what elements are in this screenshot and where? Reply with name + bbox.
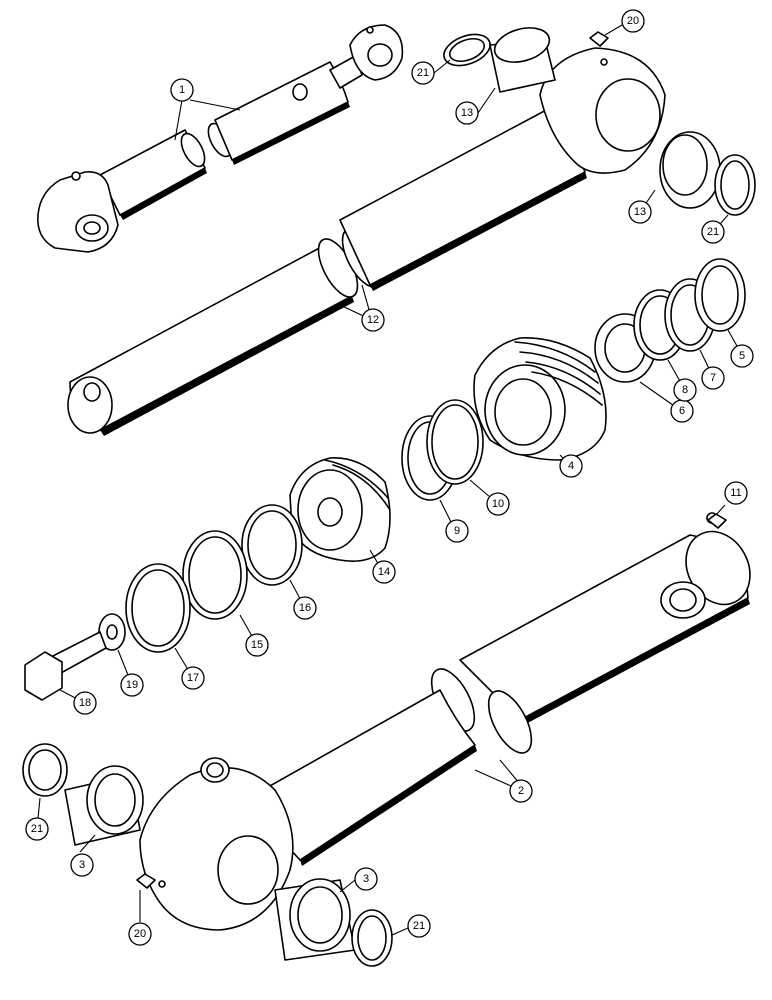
callout-20-top: 20 (621, 9, 645, 33)
callout-16: 16 (293, 596, 317, 620)
bolt (24, 631, 107, 701)
svg-text:10: 10 (492, 498, 504, 510)
callout-3-left: 3 (70, 853, 94, 877)
svg-text:4: 4 (568, 460, 574, 472)
callout-17: 17 (181, 666, 205, 690)
ring-16 (241, 504, 303, 586)
callout-2: 2 (509, 779, 533, 803)
assembled-cylinder (37, 24, 404, 253)
svg-text:3: 3 (363, 873, 369, 885)
wiper-5 (694, 258, 746, 332)
callout-21-top: 21 (411, 61, 435, 85)
ring-17 (125, 563, 191, 653)
svg-text:1: 1 (179, 84, 185, 96)
svg-text:20: 20 (134, 928, 146, 940)
svg-text:11: 11 (730, 487, 741, 499)
callout-13-right: 13 (628, 200, 652, 224)
callout-21-right: 21 (701, 220, 725, 244)
svg-text:16: 16 (299, 602, 311, 614)
callout-5: 5 (730, 344, 754, 368)
piston-rod (67, 47, 666, 436)
callout-1: 1 (170, 78, 194, 102)
bushings-and-snap-rings (22, 27, 756, 967)
ring-15 (182, 530, 248, 620)
callout-18: 18 (73, 691, 97, 715)
svg-text:9: 9 (454, 525, 460, 537)
svg-text:5: 5 (739, 350, 745, 362)
callout-3-right: 3 (354, 867, 378, 891)
callout-15: 15 (245, 633, 269, 657)
svg-text:20: 20 (627, 15, 639, 27)
cylinder-barrel (139, 512, 751, 931)
callout-19: 19 (120, 673, 144, 697)
callout-7: 7 (701, 366, 725, 390)
svg-text:7: 7 (710, 372, 716, 384)
callout-12: 12 (361, 308, 385, 332)
svg-text:17: 17 (187, 672, 199, 684)
callout-21-bottom: 21 (407, 914, 431, 938)
svg-text:21: 21 (31, 823, 43, 835)
callout-13-top: 13 (455, 101, 479, 125)
callout-14: 14 (372, 560, 396, 584)
svg-text:21: 21 (707, 226, 719, 238)
svg-text:13: 13 (634, 206, 646, 218)
callout-4: 4 (559, 454, 583, 478)
svg-text:21: 21 (417, 67, 429, 79)
callout-6: 6 (670, 399, 694, 423)
piston (289, 457, 391, 562)
callout-9: 9 (445, 519, 469, 543)
callout-8: 8 (673, 378, 697, 402)
callout-11: 11 (724, 481, 748, 505)
backup-ring-10 (426, 399, 484, 485)
svg-text:15: 15 (251, 639, 263, 651)
callout-20-bottom: 20 (128, 922, 152, 946)
svg-text:21: 21 (413, 920, 425, 932)
svg-text:14: 14 (378, 566, 390, 578)
callout-10: 10 (486, 492, 510, 516)
svg-text:13: 13 (461, 107, 473, 119)
callout-21-left: 21 (25, 817, 49, 841)
seals-and-rings (98, 258, 746, 653)
svg-text:3: 3 (79, 859, 85, 871)
svg-text:18: 18 (79, 697, 91, 709)
gland-head (473, 337, 607, 461)
svg-text:2: 2 (518, 785, 524, 797)
svg-text:12: 12 (367, 314, 379, 326)
svg-text:6: 6 (679, 405, 685, 417)
grease-fittings (136, 31, 727, 889)
svg-text:19: 19 (126, 679, 138, 691)
svg-text:8: 8 (682, 384, 688, 396)
